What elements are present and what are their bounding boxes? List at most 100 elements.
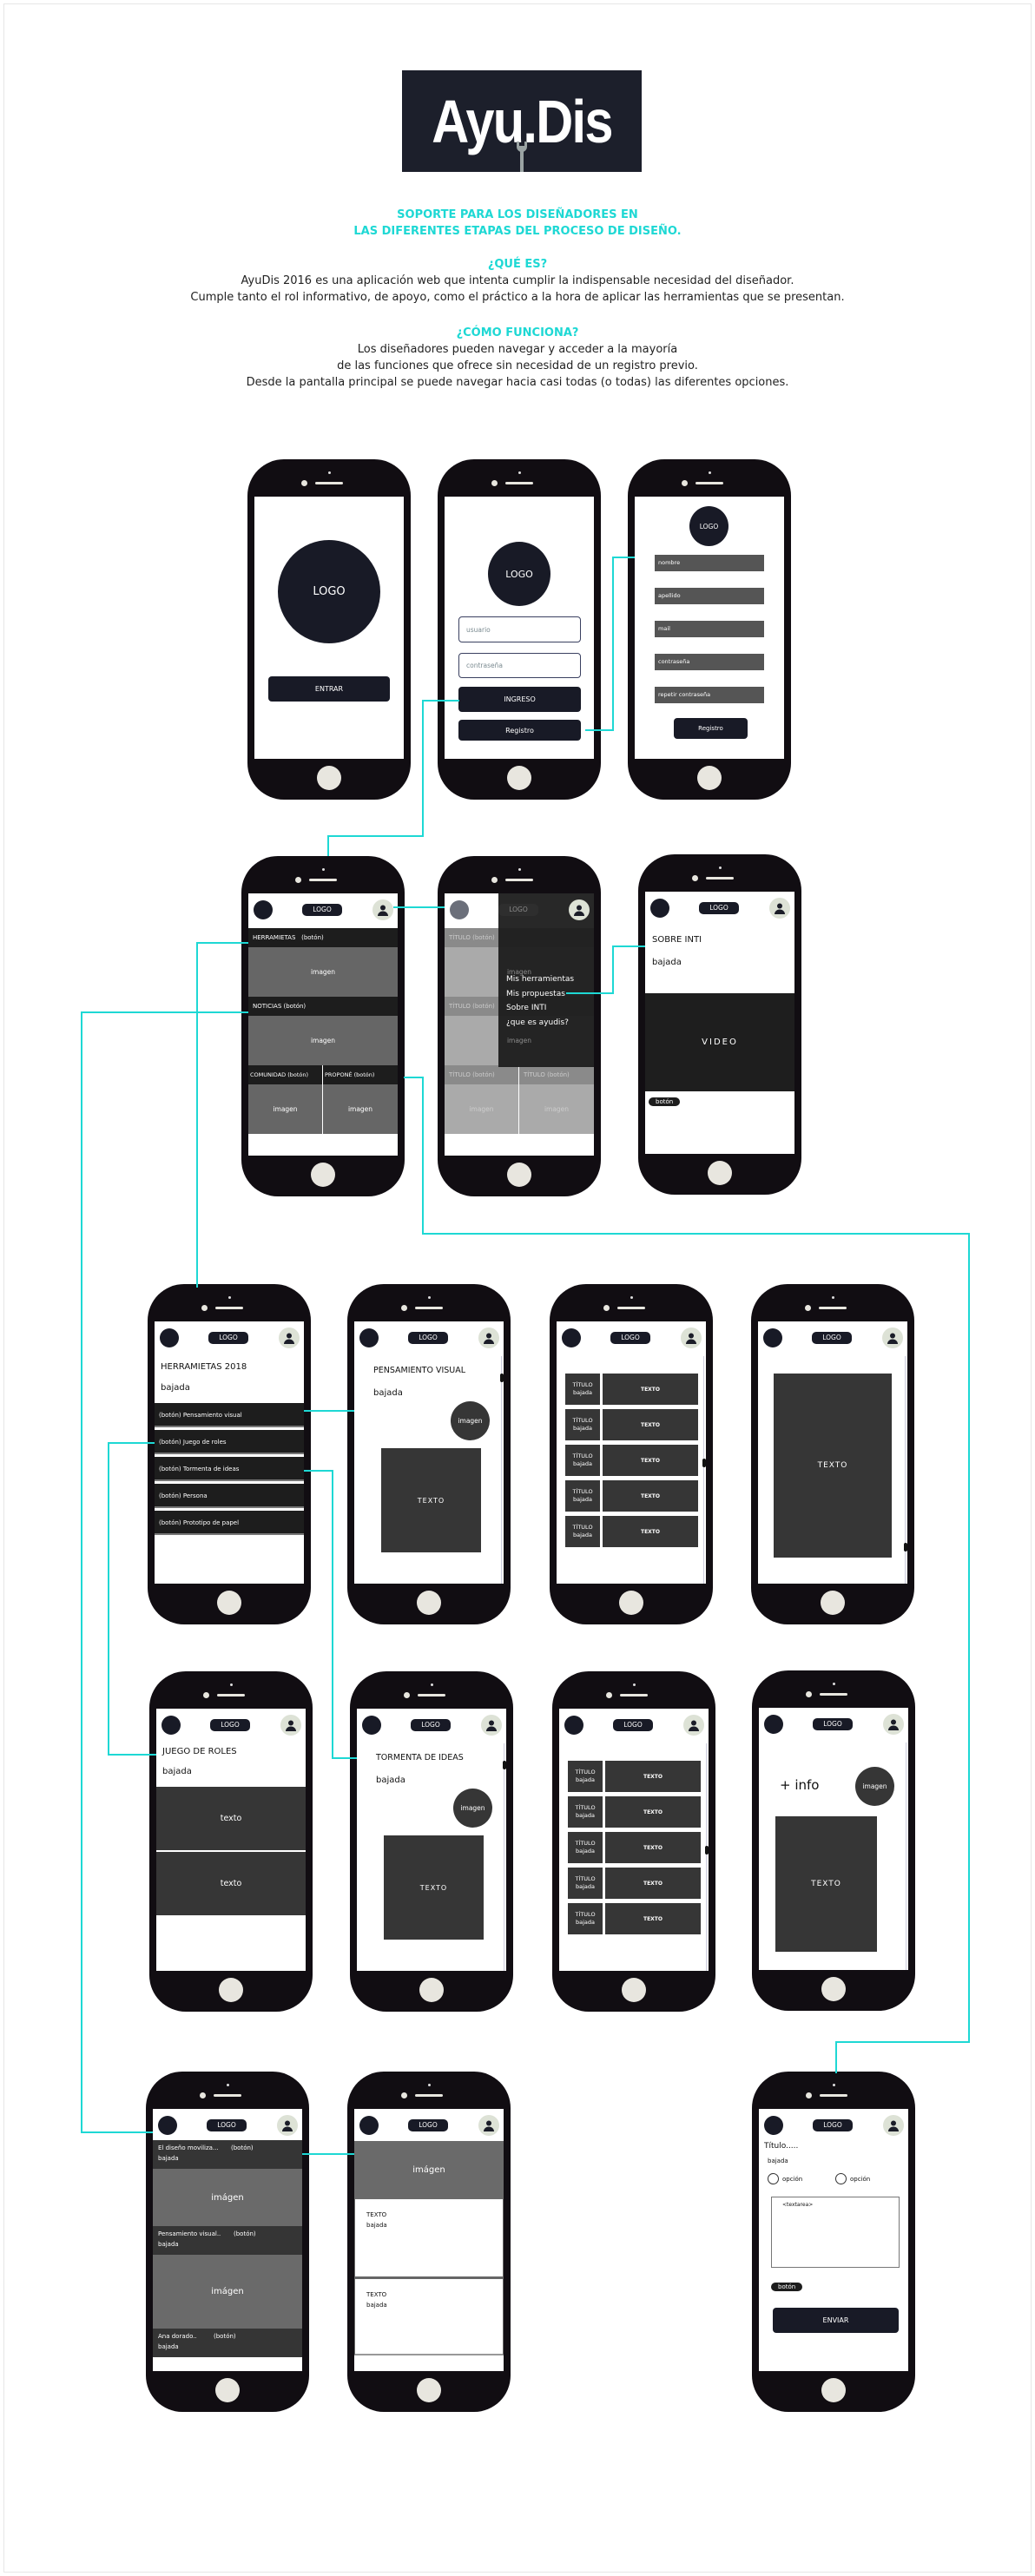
radio-option-2[interactable]: opción: [835, 2173, 870, 2184]
header-logo[interactable]: LOGO: [812, 1332, 852, 1344]
menu-item-about-inti[interactable]: Sobre INTI: [506, 1004, 547, 1012]
home-button[interactable]: [619, 1591, 643, 1615]
list-item-text[interactable]: TEXTO: [605, 1903, 701, 1934]
user-avatar-button[interactable]: [769, 898, 790, 919]
menu-circle-button[interactable]: [162, 1716, 181, 1735]
list-item-text[interactable]: TEXTO: [605, 1796, 701, 1828]
scrollbar[interactable]: [904, 1356, 907, 1584]
register-button[interactable]: Registro: [458, 720, 581, 741]
menu-circle-button[interactable]: [160, 1328, 179, 1347]
menu-item-my-tools[interactable]: Mis herramientas: [506, 975, 575, 984]
password-input[interactable]: [458, 653, 581, 678]
user-avatar-button[interactable]: [883, 2115, 904, 2136]
surname-field[interactable]: apellido: [655, 588, 764, 604]
header-logo[interactable]: LOGO: [411, 1719, 451, 1731]
list-item-text[interactable]: TEXTO: [605, 1868, 701, 1899]
header-logo[interactable]: LOGO: [408, 1332, 448, 1344]
home-button[interactable]: [419, 1978, 444, 2002]
home-button[interactable]: [317, 766, 341, 790]
list-item-text[interactable]: TEXTO: [603, 1409, 698, 1440]
news-button[interactable]: NOTICIAS (botón): [248, 997, 398, 1016]
scrollbar[interactable]: [702, 1356, 706, 1584]
list-item-text[interactable]: TEXTO: [605, 1761, 701, 1792]
scrollbar[interactable]: [705, 1743, 709, 1971]
tool-button-brainstorm[interactable]: (botón) Tormenta de ideas: [155, 1457, 304, 1481]
user-avatar-button[interactable]: [681, 1328, 702, 1348]
menu-circle-button[interactable]: [763, 1328, 782, 1347]
header-logo[interactable]: LOGO: [302, 904, 342, 916]
section-button[interactable]: TÍTULO (botón): [445, 1065, 518, 1084]
user-avatar-button[interactable]: [478, 2115, 499, 2136]
username-input[interactable]: [458, 616, 581, 642]
radio-icon[interactable]: [768, 2173, 779, 2184]
home-button[interactable]: [215, 2378, 240, 2402]
home-button[interactable]: [708, 1161, 732, 1185]
home-button[interactable]: [219, 1978, 243, 2002]
header-logo[interactable]: LOGO: [208, 1332, 248, 1344]
message-textarea[interactable]: <textarea>: [771, 2197, 900, 2268]
list-item-text[interactable]: TEXTO: [603, 1516, 698, 1547]
menu-circle-button[interactable]: [359, 2116, 379, 2135]
user-avatar-button[interactable]: [279, 1328, 300, 1348]
header-logo[interactable]: LOGO: [210, 1719, 250, 1731]
home-button[interactable]: [821, 1977, 846, 2001]
user-avatar-button[interactable]: [883, 1714, 904, 1735]
home-button[interactable]: [217, 1591, 241, 1615]
menu-circle-button[interactable]: [450, 900, 469, 919]
tool-button-persona[interactable]: (botón) Persona: [155, 1484, 304, 1508]
list-item-text[interactable]: TEXTO: [603, 1374, 698, 1405]
scrollbar[interactable]: [500, 1356, 504, 1584]
home-button[interactable]: [697, 766, 722, 790]
home-button[interactable]: [622, 1978, 646, 2002]
radio-icon[interactable]: [835, 2173, 847, 2184]
header-logo[interactable]: LOGO: [207, 2119, 247, 2131]
menu-circle-button[interactable]: [254, 900, 273, 919]
community-button[interactable]: COMUNIDAD (botón): [248, 1065, 322, 1084]
login-button[interactable]: INGRESO: [458, 687, 581, 712]
name-field[interactable]: nombre: [655, 555, 764, 571]
home-button[interactable]: [821, 1591, 845, 1615]
enter-button[interactable]: ENTRAR: [268, 676, 390, 702]
user-avatar-button[interactable]: [280, 1715, 301, 1736]
menu-circle-button[interactable]: [650, 899, 669, 918]
email-field[interactable]: mail: [655, 621, 764, 637]
header-logo[interactable]: LOGO: [408, 2119, 448, 2131]
password-field[interactable]: contraseña: [655, 654, 764, 670]
user-avatar-button[interactable]: [277, 2115, 298, 2136]
user-avatar-button[interactable]: [683, 1715, 704, 1736]
user-avatar-button[interactable]: [372, 899, 393, 920]
news-item[interactable]: Pensamiento visual..(botón)bajada: [153, 2226, 302, 2255]
menu-item-my-proposals[interactable]: Mis propuestas: [506, 989, 565, 998]
news-button[interactable]: (botón): [231, 2144, 254, 2151]
user-avatar-button[interactable]: [882, 1328, 903, 1348]
section-button[interactable]: TÍTULO (botón): [519, 1065, 594, 1084]
video-placeholder[interactable]: VIDEO: [645, 993, 794, 1091]
header-logo[interactable]: LOGO: [699, 902, 739, 914]
list-item-text[interactable]: TEXTO: [603, 1480, 698, 1512]
list-item-text[interactable]: TEXTO: [603, 1445, 698, 1476]
home-button[interactable]: [507, 766, 531, 790]
repeat-password-field[interactable]: repetir contraseña: [655, 687, 764, 703]
menu-item-what-is-ayudis[interactable]: ¿que es ayudis?: [506, 1018, 569, 1027]
menu-circle-button[interactable]: [764, 1715, 783, 1734]
menu-circle-button[interactable]: [362, 1716, 381, 1735]
header-logo[interactable]: LOGO: [498, 904, 538, 916]
tool-button-visual-thinking[interactable]: (botón) Pensamiento visual: [155, 1403, 304, 1427]
action-button[interactable]: botón: [649, 1097, 681, 1106]
home-button[interactable]: [417, 1591, 441, 1615]
home-button[interactable]: [507, 1163, 531, 1187]
tool-button-role-play[interactable]: (botón) Juego de roles: [155, 1430, 304, 1454]
home-button[interactable]: [311, 1163, 335, 1187]
news-button[interactable]: (botón): [234, 2230, 256, 2237]
tools-button[interactable]: HERRAMIETAS (botón): [248, 928, 398, 947]
